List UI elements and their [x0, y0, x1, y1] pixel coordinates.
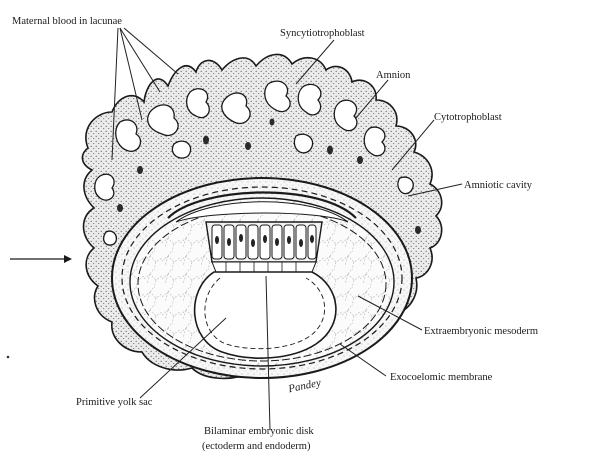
label-primitive-yolk-sac: Primitive yolk sac — [76, 397, 153, 408]
label-amnion: Amnion — [376, 70, 411, 81]
artist-signature: Pandey — [286, 377, 322, 396]
label-bilaminar-disk-line2: (ectoderm and endoderm) — [202, 441, 311, 452]
label-extraembryonic-mesoderm: Extraembryonic mesoderm — [424, 326, 538, 337]
label-amniotic-cavity: Amniotic cavity — [464, 180, 533, 191]
bilaminar-embryonic-disk — [206, 222, 322, 272]
label-exocoelomic-membrane: Exocoelomic membrane — [390, 372, 493, 383]
label-syncytiotrophoblast: Syncytiotrophoblast — [280, 28, 365, 39]
label-bilaminar-disk-line1: Bilaminar embryonic disk — [204, 426, 314, 437]
label-maternal-blood: Maternal blood in lacunae — [12, 16, 122, 27]
label-cytotrophoblast: Cytotrophoblast — [434, 112, 502, 123]
stray-dot — [7, 356, 10, 359]
arrow-icon — [10, 255, 72, 263]
